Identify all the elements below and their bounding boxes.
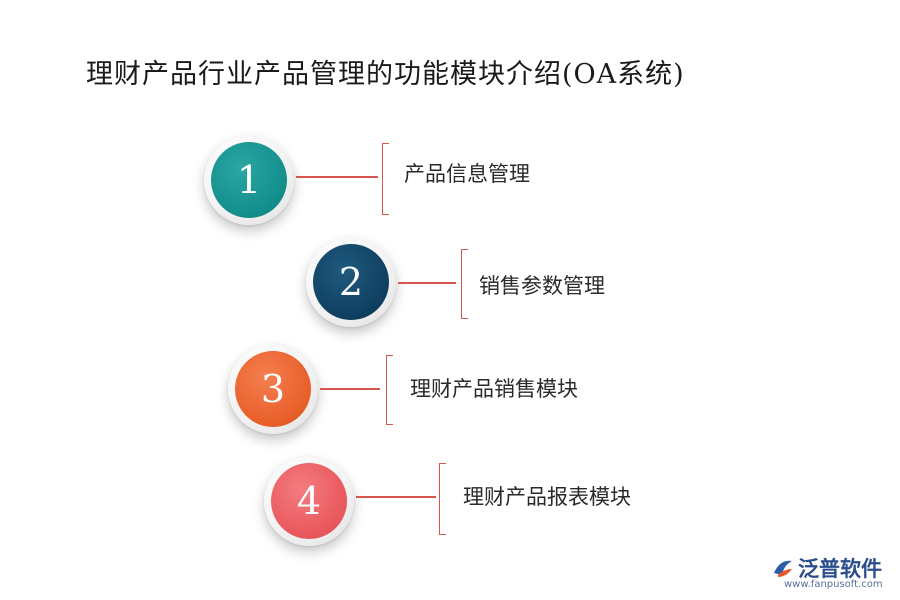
logo-icon bbox=[774, 560, 792, 577]
module-label: 理财产品销售模块 bbox=[410, 377, 578, 401]
number-badge: 2 bbox=[313, 244, 389, 320]
logo-name: 泛普软件 bbox=[798, 557, 882, 581]
bracket bbox=[439, 463, 446, 535]
connector-line bbox=[356, 496, 436, 498]
module-label: 销售参数管理 bbox=[479, 274, 605, 298]
circle-ring: 2 bbox=[306, 237, 396, 327]
bracket bbox=[461, 249, 468, 319]
circle-ring: 3 bbox=[228, 344, 318, 434]
page-title: 理财产品行业产品管理的功能模块介绍(OA系统) bbox=[86, 59, 685, 90]
bracket bbox=[382, 143, 389, 215]
number-badge: 3 bbox=[235, 351, 311, 427]
circle-ring: 1 bbox=[204, 135, 294, 225]
connector-line bbox=[398, 282, 456, 284]
bracket bbox=[386, 355, 393, 425]
brand-logo: 泛普软件 www.fanpusoft.com bbox=[770, 553, 890, 593]
connector-line bbox=[296, 176, 378, 178]
connector-line bbox=[320, 388, 380, 390]
number-badge: 4 bbox=[271, 463, 347, 539]
circle-ring: 4 bbox=[264, 456, 354, 546]
module-label: 理财产品报表模块 bbox=[463, 485, 631, 509]
module-label: 产品信息管理 bbox=[404, 162, 530, 186]
logo-url: www.fanpusoft.com bbox=[784, 579, 883, 590]
number-badge: 1 bbox=[211, 142, 287, 218]
